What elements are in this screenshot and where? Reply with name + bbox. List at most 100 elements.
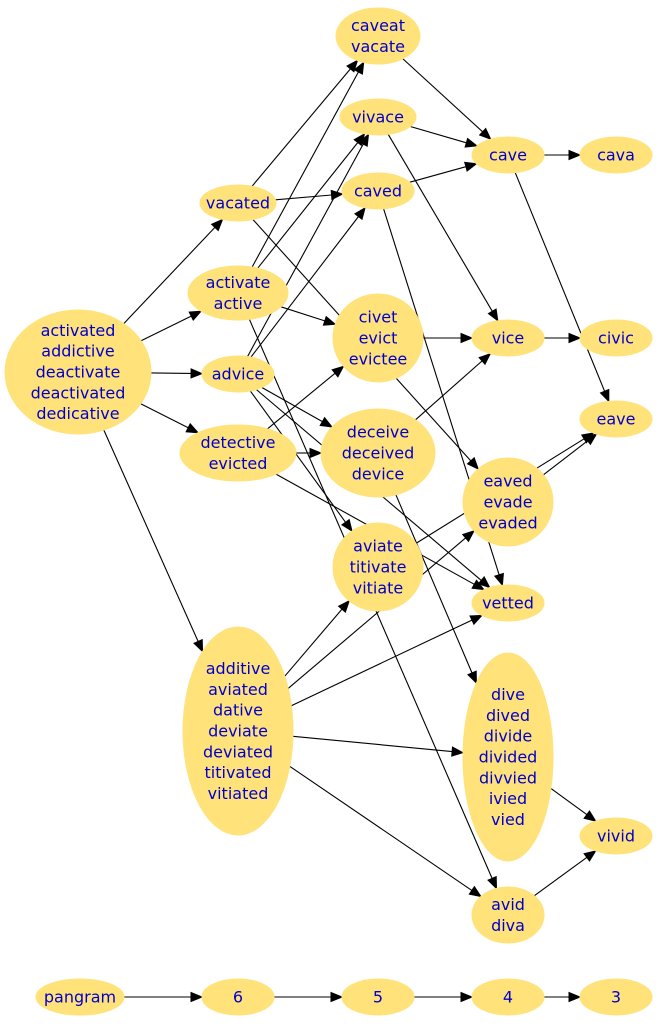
node-ellipse-advice bbox=[201, 355, 275, 393]
node-ellipse-pangram bbox=[35, 978, 125, 1016]
edge-activated-to-vacated bbox=[123, 227, 216, 325]
node-label-activate-0: activate bbox=[206, 273, 271, 292]
node-ellipse-n3 bbox=[579, 978, 653, 1016]
edge-advice-to-aviate bbox=[249, 390, 346, 523]
node-label-dive-0: dive bbox=[491, 685, 525, 704]
node-ellipse-activated bbox=[4, 309, 152, 435]
edge-additive-to-vetted bbox=[291, 619, 473, 707]
arrowhead-vacated-to-eaved bbox=[466, 456, 480, 470]
node-ellipse-eaved bbox=[462, 457, 554, 547]
node-ellipse-deceive bbox=[320, 408, 436, 498]
node-ellipse-vivid bbox=[579, 817, 653, 855]
node-ellipse-n6 bbox=[201, 978, 275, 1016]
node-ellipse-dive bbox=[462, 652, 554, 862]
node-label-aviate-0: aviate bbox=[353, 537, 403, 556]
node-ellipse-vivace bbox=[339, 98, 417, 136]
node-label-caveat-1: vacate bbox=[351, 37, 405, 56]
node-label-vacated-0: vacated bbox=[206, 194, 270, 213]
node-label-dive-6: vied bbox=[491, 810, 525, 829]
node-n5: 5 bbox=[341, 978, 415, 1016]
arrowhead-vivace-to-vice bbox=[487, 308, 499, 322]
node-label-dive-4: divvied bbox=[479, 768, 537, 787]
edge-advice-to-vivace bbox=[247, 143, 364, 357]
node-label-n3-0: 3 bbox=[611, 988, 621, 1007]
arrowhead-advice-to-vetted bbox=[477, 576, 491, 589]
arrowhead-additive-to-dive bbox=[451, 746, 465, 757]
arrowhead-deceive-to-vice bbox=[478, 352, 492, 366]
node-label-vetted-0: vetted bbox=[482, 594, 534, 613]
arrowhead-advice-to-caved bbox=[354, 206, 366, 221]
node-label-activated-4: dedicative bbox=[36, 404, 119, 423]
arrowhead-vivace-to-cave bbox=[464, 137, 479, 148]
arrowhead-additive-to-vetted bbox=[469, 614, 484, 626]
node-label-n5-0: 5 bbox=[373, 988, 383, 1007]
node-label-aviate-2: vitiate bbox=[353, 578, 404, 597]
arrowhead-n5-to-n4 bbox=[460, 991, 474, 1003]
node-label-eave-0: eave bbox=[597, 410, 636, 429]
node-ellipse-additive bbox=[182, 626, 294, 836]
node-ellipse-civic bbox=[579, 319, 653, 357]
node-label-additive-2: dative bbox=[213, 701, 263, 720]
node-ellipse-vice bbox=[471, 319, 545, 357]
arrowhead-activated-to-activate bbox=[188, 310, 203, 321]
node-ellipse-vacated bbox=[199, 184, 277, 222]
node-label-dive-5: ivied bbox=[489, 789, 527, 808]
node-n3: 3 bbox=[579, 978, 653, 1016]
node-label-deceive-0: deceive bbox=[347, 423, 409, 442]
node-ellipse-n5 bbox=[341, 978, 415, 1016]
edge-additive-to-dive bbox=[292, 735, 453, 753]
edge-activate-to-vivace bbox=[257, 142, 359, 269]
node-label-additive-3: deviate bbox=[208, 722, 268, 741]
arrowhead-advice-to-aviate bbox=[340, 518, 353, 533]
arrowhead-caveat-to-cave bbox=[478, 127, 492, 141]
edge-caved-to-cave bbox=[409, 166, 467, 183]
arrowhead-detective-to-deceive bbox=[309, 447, 323, 459]
node-label-vivace-0: vivace bbox=[352, 108, 404, 127]
arrowhead-caved-to-vetted bbox=[493, 572, 504, 587]
edge-cave-to-eave bbox=[514, 172, 606, 392]
node-ellipse-eave bbox=[579, 400, 653, 438]
node-label-cava-0: cava bbox=[597, 146, 635, 165]
arrowhead-detective-to-vetted bbox=[471, 579, 486, 591]
edge-dive-to-vivid bbox=[550, 787, 588, 816]
edge-deceive-to-dive bbox=[395, 494, 473, 674]
node-label-aviate-1: titivate bbox=[350, 558, 407, 577]
edge-vacated-to-caved bbox=[275, 194, 332, 201]
arrowhead-activate-to-caveat bbox=[353, 61, 365, 75]
arrowhead-detective-to-civet bbox=[331, 365, 345, 378]
arrowhead-deceive-to-dive bbox=[467, 670, 477, 685]
edge-advice-to-caved bbox=[250, 216, 359, 358]
node-vivid: vivid bbox=[579, 817, 653, 855]
node-label-caveat-0: caveat bbox=[351, 16, 405, 35]
node-pangram: pangram bbox=[35, 978, 125, 1016]
node-label-civic-0: civic bbox=[598, 329, 634, 348]
node-label-vivid-0: vivid bbox=[597, 827, 635, 846]
node-label-advice-0: advice bbox=[212, 365, 265, 384]
node-label-activated-3: deactivated bbox=[31, 383, 126, 402]
node-label-eaved-2: evaded bbox=[478, 513, 537, 532]
node-label-deceive-2: device bbox=[352, 464, 405, 483]
arrowhead-vacated-to-caveat bbox=[346, 59, 359, 73]
node-ellipse-avid bbox=[471, 886, 545, 944]
node-label-additive-5: titivated bbox=[205, 763, 272, 782]
node-label-detective-0: detective bbox=[201, 433, 276, 452]
node-label-additive-1: aviated bbox=[208, 680, 268, 699]
arrowhead-caved-to-cave bbox=[464, 161, 478, 172]
arrowhead-eaved-to-eave bbox=[584, 433, 598, 446]
arrowhead-activated-to-vacated bbox=[210, 218, 224, 232]
node-label-caved-0: caved bbox=[354, 182, 402, 201]
node-label-dive-2: divide bbox=[484, 727, 533, 746]
node-label-activated-1: addictive bbox=[41, 342, 114, 361]
edge-activated-to-additive bbox=[103, 429, 199, 642]
node-ellipse-cava bbox=[579, 136, 653, 174]
edge-additive-to-aviate bbox=[284, 608, 343, 677]
arrowhead-pangram-to-n6 bbox=[190, 991, 204, 1003]
node-advice: advice bbox=[201, 355, 275, 393]
edge-activated-to-advice bbox=[150, 372, 192, 374]
edge-eaved-to-eave bbox=[543, 440, 588, 476]
